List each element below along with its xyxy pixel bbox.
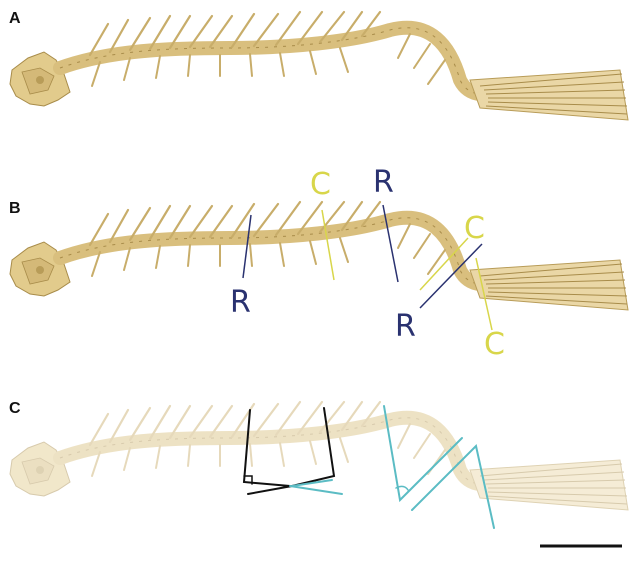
- r-mark-1: R: [373, 165, 394, 200]
- cyan-line-left-1: [290, 486, 342, 494]
- skeleton-panel-b: [10, 202, 628, 310]
- c-mark-1: C: [310, 167, 331, 202]
- skeleton-panel-a: [10, 12, 628, 120]
- r-mark-3: R: [395, 309, 416, 344]
- c-mark-3: C: [484, 327, 505, 362]
- skeleton-panel-c: [10, 402, 628, 510]
- c-mark-2: C: [464, 211, 485, 246]
- r-mark-2: R: [230, 285, 251, 320]
